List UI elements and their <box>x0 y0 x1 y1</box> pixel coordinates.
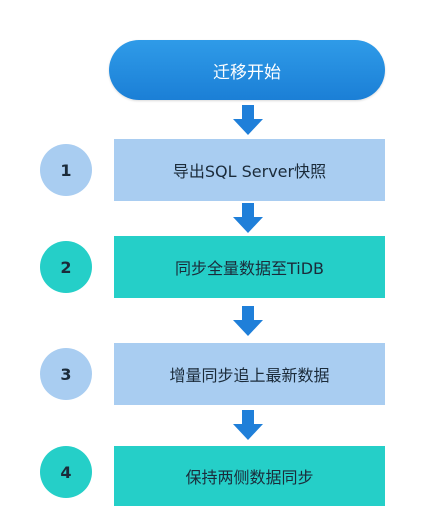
start-label: 迁移开始 <box>213 62 281 83</box>
step-1-number: 1 <box>40 144 92 196</box>
step-1-label: 导出SQL Server快照 <box>172 162 327 181</box>
down-arrow-icon <box>233 203 263 233</box>
down-arrow-icon <box>233 105 263 135</box>
step-3-number: 3 <box>40 348 92 400</box>
step-2-label: 同步全量数据至TiDB <box>174 259 325 278</box>
step-1-box: 导出SQL Server快照 <box>114 139 385 201</box>
step-4-box: 保持两侧数据同步 <box>114 446 385 506</box>
down-arrow-icon <box>233 306 263 336</box>
down-arrow-icon <box>233 410 263 440</box>
step-4-label: 保持两侧数据同步 <box>185 468 314 487</box>
step-3-label: 增量同步追上最新数据 <box>169 366 330 385</box>
step-2-number: 2 <box>40 241 92 293</box>
step-4-number: 4 <box>40 446 92 498</box>
start-node: 迁移开始 <box>109 40 385 100</box>
step-2-box: 同步全量数据至TiDB <box>114 236 385 298</box>
step-3-box: 增量同步追上最新数据 <box>114 343 385 405</box>
